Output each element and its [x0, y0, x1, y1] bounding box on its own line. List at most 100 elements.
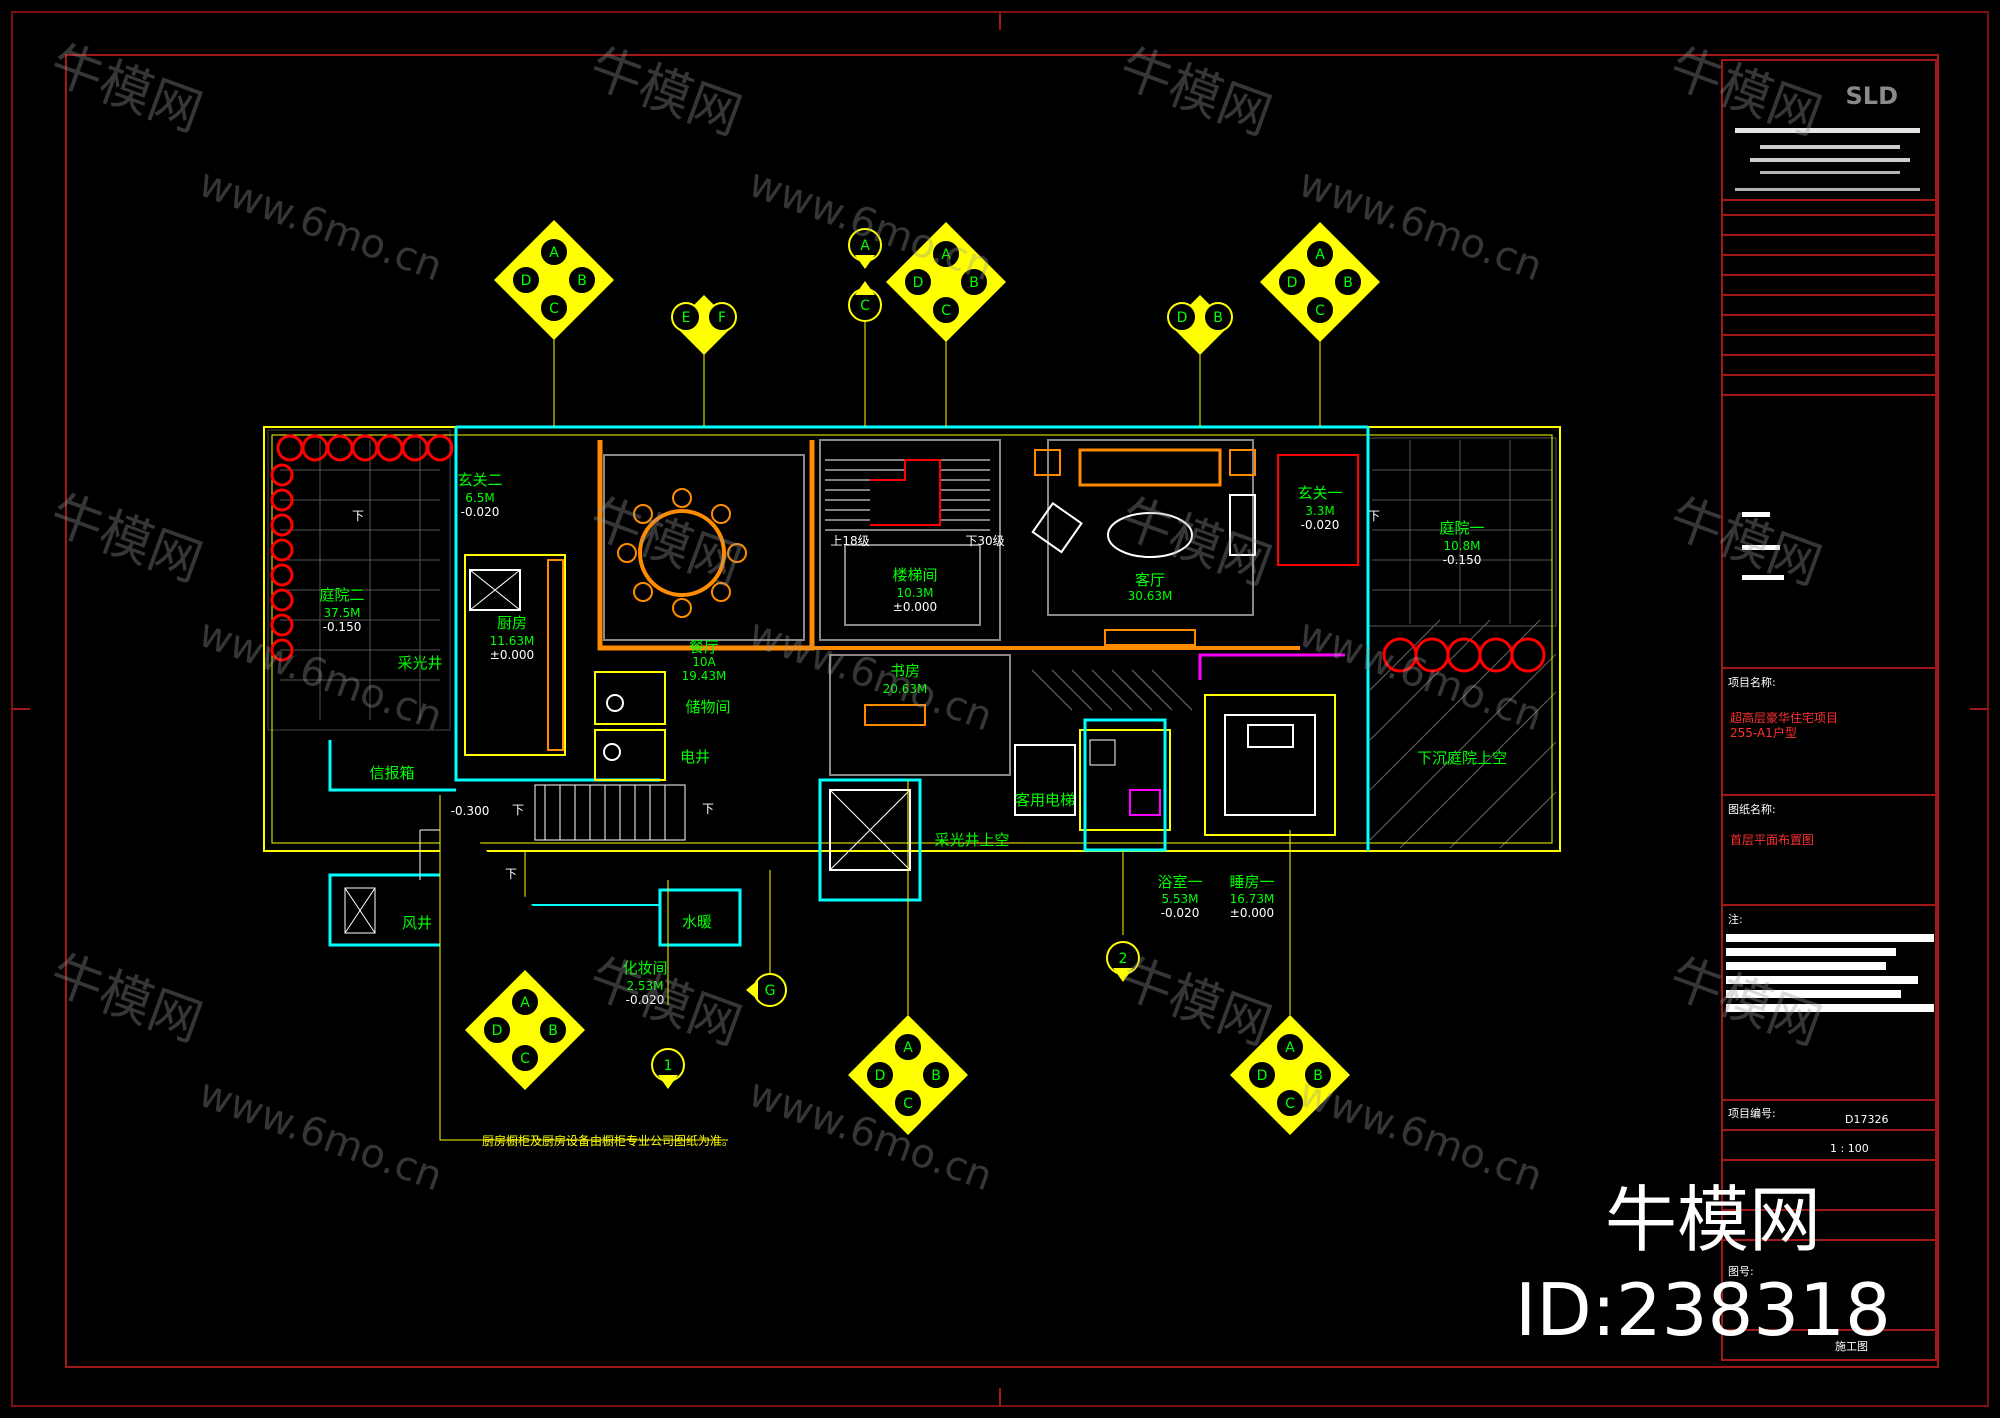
room-area: 37.5M [323, 606, 360, 620]
svg-text:F: F [718, 310, 726, 326]
room-name: 书房 [890, 662, 920, 680]
section-marker-1: 1 [651, 1048, 685, 1089]
room-name: 厨房 [497, 614, 527, 632]
project-name-value: 超高层豪华住宅项目 [1730, 710, 1838, 725]
svg-text:A: A [549, 245, 559, 261]
svg-text:A: A [1315, 247, 1325, 263]
svg-text:A: A [860, 238, 870, 254]
svg-text:C: C [549, 301, 559, 317]
section-marker-g: G [746, 973, 787, 1007]
level-label: -0.300 [451, 804, 490, 818]
svg-text:C: C [1315, 303, 1325, 319]
room-level: ±0.000 [490, 648, 534, 662]
room-level: -0.020 [626, 993, 665, 1007]
room-name: 下沉庭院上空 [1417, 749, 1507, 767]
room-level: -0.150 [1443, 553, 1482, 567]
svg-text:B: B [1213, 310, 1223, 326]
project-name-value-2: 255-A1户型 [1730, 725, 1797, 740]
svg-text:C: C [520, 1051, 530, 1067]
section-marker-2: 2 [1106, 941, 1140, 982]
room-level: ±0.000 [893, 600, 937, 614]
svg-text:D: D [492, 1023, 503, 1039]
svg-text:D: D [1177, 310, 1188, 326]
down-label: 下 [505, 867, 517, 881]
kitchen-note: 厨房橱柜及厨房设备由橱柜专业公司图纸为准。 [482, 1133, 734, 1148]
title-block: SLD 项目名称: 超高层豪华住宅项目 255-A1户型 图纸名称: 首层平面布… [1721, 59, 1937, 1361]
drawing-name-value: 首层平面布置图 [1730, 833, 1814, 847]
svg-text:C: C [903, 1096, 913, 1112]
room-area: 6.5M [465, 491, 494, 505]
sheet-number-label: 图号: [1728, 1265, 1754, 1278]
svg-text:D: D [913, 275, 924, 291]
svg-text:B: B [1343, 275, 1353, 291]
room-name: 采光井上空 [934, 831, 1009, 849]
id-watermark: ID:238318 [1515, 1268, 1891, 1352]
logo: SLD [1846, 82, 1899, 110]
svg-text:C: C [860, 298, 870, 314]
room-name: 玄关一 [1297, 484, 1342, 502]
down-label: 下 [512, 803, 524, 817]
room-name: 信报箱 [369, 764, 414, 782]
room-name: 化妆间 [622, 959, 667, 977]
room-prefix: 10A [692, 655, 716, 669]
stair-up-label: 上18级 [830, 534, 869, 548]
drawing-stage: 施工图 [1835, 1340, 1868, 1353]
svg-text:B: B [931, 1068, 941, 1084]
elevation-marker-4way: A D B C [494, 220, 614, 340]
room-area: 10.3M [896, 586, 933, 600]
section-marker-a: A [848, 228, 882, 269]
stair-down-label: 下30级 [965, 534, 1004, 548]
svg-text:A: A [903, 1040, 913, 1056]
sheet-inner-border [65, 54, 1939, 1368]
svg-text:D: D [1287, 275, 1298, 291]
down-label: 下 [352, 509, 364, 523]
room-name: 玄关二 [457, 471, 502, 489]
room-level: -0.020 [461, 505, 500, 519]
room-name: 睡房一 [1229, 873, 1274, 891]
room-name: 水暖 [682, 913, 712, 931]
svg-text:A: A [941, 247, 951, 263]
notes-label: 注: [1728, 912, 1743, 926]
room-name: 客厅 [1135, 571, 1165, 589]
drawing-name-label: 图纸名称: [1728, 802, 1776, 816]
room-area: 20.63M [883, 682, 928, 696]
room-name: 浴室一 [1157, 873, 1202, 891]
room-level: ±0.000 [1230, 906, 1274, 920]
project-number: D17326 [1845, 1113, 1888, 1126]
room-area: 11.63M [490, 634, 535, 648]
room-name: 餐厅 [689, 638, 719, 656]
svg-text:1: 1 [664, 1058, 673, 1074]
project-name-label: 项目名称: [1728, 675, 1776, 689]
svg-text:B: B [577, 273, 587, 289]
room-area: 30.63M [1128, 589, 1173, 603]
project-number-label: 项目编号: [1728, 1106, 1776, 1120]
scale: 1 : 100 [1830, 1142, 1869, 1155]
room-labels: 玄关二 6.5M -0.020 庭院二 37.5M -0.150 厨房 11.6… [319, 471, 1507, 1148]
room-name: 电井 [680, 748, 710, 766]
down-label: 下 [1368, 509, 1380, 523]
svg-text:B: B [969, 275, 979, 291]
svg-text:D: D [521, 273, 532, 289]
elevation-marker-4way: A D B C [1260, 222, 1380, 342]
room-level: -0.020 [1161, 906, 1200, 920]
elevation-marker-4way: A D B C [886, 222, 1006, 342]
svg-text:A: A [520, 995, 530, 1011]
svg-text:C: C [1285, 1096, 1295, 1112]
svg-text:D: D [1257, 1068, 1268, 1084]
svg-text:2: 2 [1119, 951, 1128, 967]
svg-text:C: C [941, 303, 951, 319]
room-area: 10.8M [1443, 539, 1480, 553]
section-marker-c: C [848, 281, 882, 322]
room-name: 楼梯间 [892, 566, 937, 584]
room-name: 采光井 [397, 654, 442, 672]
room-area: 19.43M [682, 669, 727, 683]
room-name: 庭院一 [1439, 519, 1484, 537]
room-name: 风井 [402, 914, 432, 932]
room-area: 5.53M [1161, 892, 1198, 906]
